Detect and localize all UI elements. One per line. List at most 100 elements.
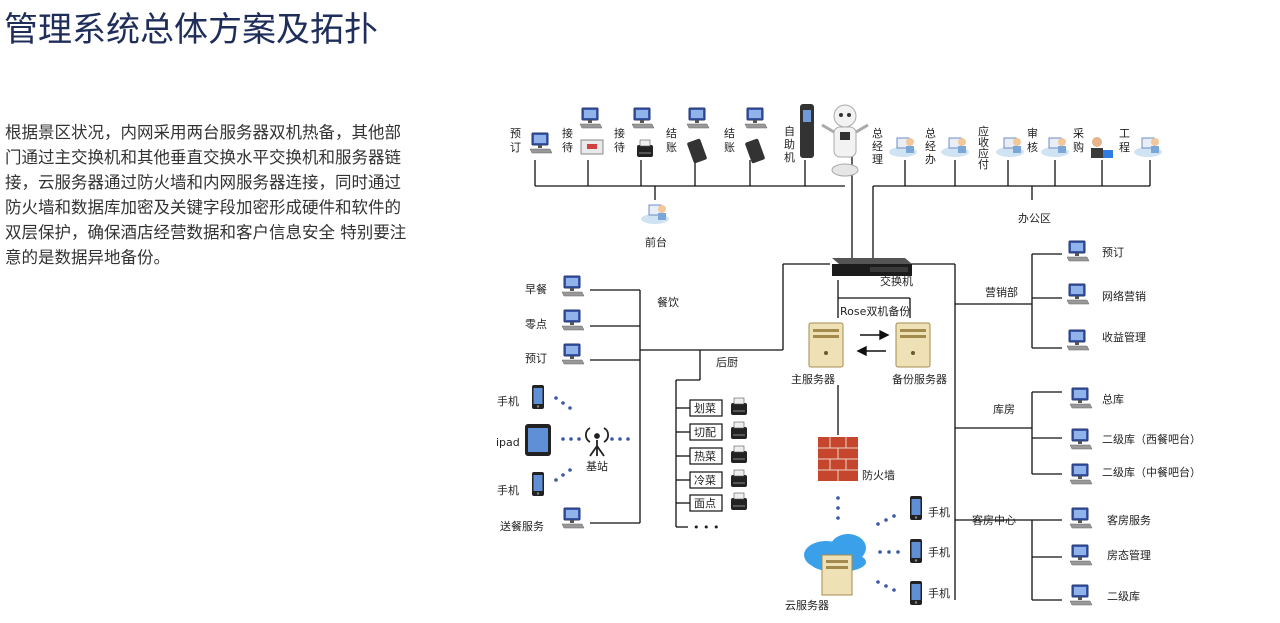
connection-lines — [534, 143, 1151, 601]
marketing-item-label: 预订 — [1102, 246, 1124, 259]
office-desk-icon — [995, 137, 1025, 158]
node-label-engineering: 工程 — [1119, 127, 1130, 154]
robot-icon — [821, 104, 869, 177]
office-desk-icon — [940, 137, 970, 158]
kitchen-item-label: 切配 — [694, 426, 716, 439]
receipt-printer-icon — [636, 139, 654, 158]
kitchen-printer-icon — [730, 445, 748, 464]
chinese-bar-store-pc-icon — [1069, 463, 1093, 485]
warehouse-item-label: 二级库（西餐吧台） — [1102, 432, 1201, 446]
catering-reservation-label: 预订 — [525, 352, 547, 365]
kitchen-item-label: 面点 — [694, 497, 716, 510]
room-status-pc-icon — [1069, 544, 1093, 566]
cloud-phone-label: 手机 — [928, 505, 950, 519]
backup-server-label: 备份服务器 — [892, 372, 947, 386]
delivery-pc-icon — [561, 507, 585, 529]
revenue-management-pc-icon — [1066, 329, 1090, 351]
reception-pc-icon — [631, 107, 655, 129]
marketing-item-label: 网络营销 — [1102, 289, 1146, 303]
guest-item-label: 客房服务 — [1107, 513, 1151, 527]
more-items-label: • • • — [693, 521, 719, 534]
warehouse-item-label: 二级库（中餐吧台） — [1102, 465, 1201, 479]
breakfast-pc-icon — [561, 275, 585, 297]
page-title: 管理系统总体方案及拓扑 — [4, 10, 378, 50]
western-bar-store-pc-icon — [1069, 428, 1093, 450]
checkout-pc-icon — [744, 107, 768, 129]
node-label-kiosk: 自助机 — [784, 125, 795, 164]
phone-label: 手机 — [497, 394, 519, 408]
marketing-reservation-pc-icon — [1066, 240, 1090, 262]
kitchen-printer-icon — [730, 469, 748, 488]
kitchen-item-label: 冷菜 — [694, 474, 716, 487]
office-area-label: 办公区 — [1018, 212, 1051, 225]
wireless-dots — [554, 396, 900, 592]
node-label-audit: 审核 — [1027, 126, 1038, 154]
breakfast-label: 早餐 — [525, 282, 547, 296]
kitchen-printer-icon — [730, 397, 748, 416]
phone-icon — [532, 472, 544, 496]
cloud-server-label: 云服务器 — [785, 599, 829, 612]
node-label-reception-2: 接待 — [614, 127, 625, 154]
node-label-checkout-2: 结账 — [724, 127, 735, 154]
node-label-gm-office: 总经办 — [925, 126, 936, 166]
main-warehouse-pc-icon — [1069, 387, 1093, 409]
ipad-icon — [525, 424, 551, 456]
guest-item-label: 房态管理 — [1107, 548, 1151, 562]
warehouse-label: 库房 — [993, 403, 1015, 416]
office-desk-icon — [1040, 137, 1070, 158]
pos-terminal-icon — [745, 138, 765, 164]
a-la-carte-label: 零点 — [525, 318, 547, 331]
node-label-reservation: 预订 — [510, 127, 521, 154]
switch-icon — [832, 258, 912, 276]
rose-backup-label: Rose双机备份 — [840, 304, 910, 318]
backup-server-icon — [895, 322, 931, 368]
base-station-icon — [584, 427, 610, 457]
kitchen-item-label: 热菜 — [694, 450, 716, 463]
firewall-icon — [818, 437, 858, 481]
cloud-phone-icon — [910, 581, 922, 605]
catering-label: 餐饮 — [657, 295, 679, 309]
node-label-ar-ap: 应收应付 — [978, 124, 989, 171]
ipad-label: ipad — [496, 436, 520, 449]
backup-arrows — [856, 329, 890, 357]
marketing-label: 营销部 — [985, 285, 1018, 299]
main-server-label: 主服务器 — [791, 373, 835, 386]
office-desk-icon — [1133, 137, 1163, 158]
cloud-phone-label: 手机 — [928, 545, 950, 559]
cloud-phone-icon — [910, 496, 922, 520]
firewall-label: 防火墙 — [862, 468, 895, 482]
reception-pc-icon — [579, 107, 603, 129]
kitchen-printer-icon — [730, 421, 748, 440]
guest-item-label: 二级库 — [1107, 590, 1140, 603]
node-label-procurement: 采购 — [1073, 127, 1084, 154]
phone-label: 手机 — [497, 483, 519, 497]
node-label-reception-1: 接待 — [562, 127, 573, 154]
pos-terminal-icon — [687, 138, 707, 164]
secondary-store-pc-icon — [1069, 584, 1093, 606]
procurement-icon — [1091, 137, 1113, 158]
online-marketing-pc-icon — [1066, 283, 1090, 305]
node-label-general-manager: 总经理 — [872, 126, 883, 166]
reservation-pc-icon — [529, 132, 553, 154]
front-desk-icon — [640, 204, 670, 225]
front-desk-label: 前台 — [645, 235, 667, 249]
base-station-label: 基站 — [586, 459, 608, 473]
room-service-pc-icon — [1069, 507, 1093, 529]
marketing-item-label: 收益管理 — [1102, 330, 1146, 344]
kitchen-item-label: 划菜 — [694, 402, 716, 415]
delivery-label: 送餐服务 — [500, 519, 544, 533]
main-server-icon — [808, 322, 844, 368]
phone-icon — [532, 385, 544, 409]
switch-label: 交换机 — [880, 274, 913, 288]
warehouse-item-label: 总库 — [1102, 392, 1124, 406]
kitchen-label: 后厨 — [716, 356, 738, 369]
office-desk-icon — [888, 137, 918, 158]
a-la-carte-pc-icon — [561, 309, 585, 331]
node-label-checkout-1: 结账 — [666, 127, 677, 154]
description-text: 根据景区状况，内网采用两台服务器双机热备，其他部门通过主交换机和其他垂直交换水平… — [5, 123, 407, 267]
guest-center-label: 客房中心 — [972, 513, 1016, 527]
cloud-phone-label: 手机 — [928, 586, 950, 600]
cloud-phone-icon — [910, 539, 922, 563]
catering-reservation-pc-icon — [561, 343, 585, 365]
